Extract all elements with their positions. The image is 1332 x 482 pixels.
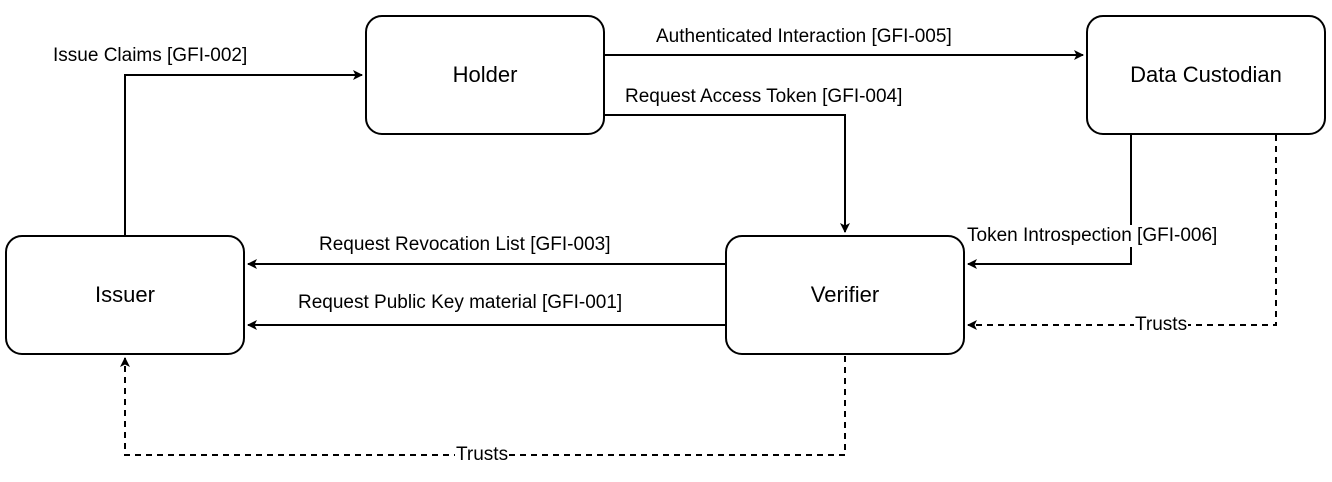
node-holder: Holder [365, 15, 605, 135]
label-trusts-custodian-verifier: Trusts [1134, 314, 1189, 336]
label-request-revocation-list: Request Revocation List [GFI-003] [319, 234, 611, 255]
label-authenticated-interaction: Authenticated Interaction [GFI-005] [656, 26, 952, 47]
label-trusts-verifier-issuer: Trusts [455, 444, 510, 466]
edge-trusts-verifier-issuer [120, 356, 846, 456]
edge-request-access-token [605, 114, 850, 233]
label-request-access-token: Request Access Token [GFI-004] [625, 86, 903, 107]
edge-issue-claims [124, 70, 363, 235]
label-issue-claims: Issue Claims [GFI-002] [53, 45, 248, 66]
edge-trusts-custodian-verifier [967, 135, 1277, 330]
edge-token-introspection [967, 135, 1132, 269]
node-issuer: Issuer [5, 235, 245, 355]
node-verifier: Verifier [725, 235, 965, 355]
node-data-custodian: Data Custodian [1086, 15, 1326, 135]
label-token-introspection: Token Introspection [GFI-006] [966, 225, 1219, 247]
label-request-public-key: Request Public Key material [GFI-001] [298, 292, 623, 313]
